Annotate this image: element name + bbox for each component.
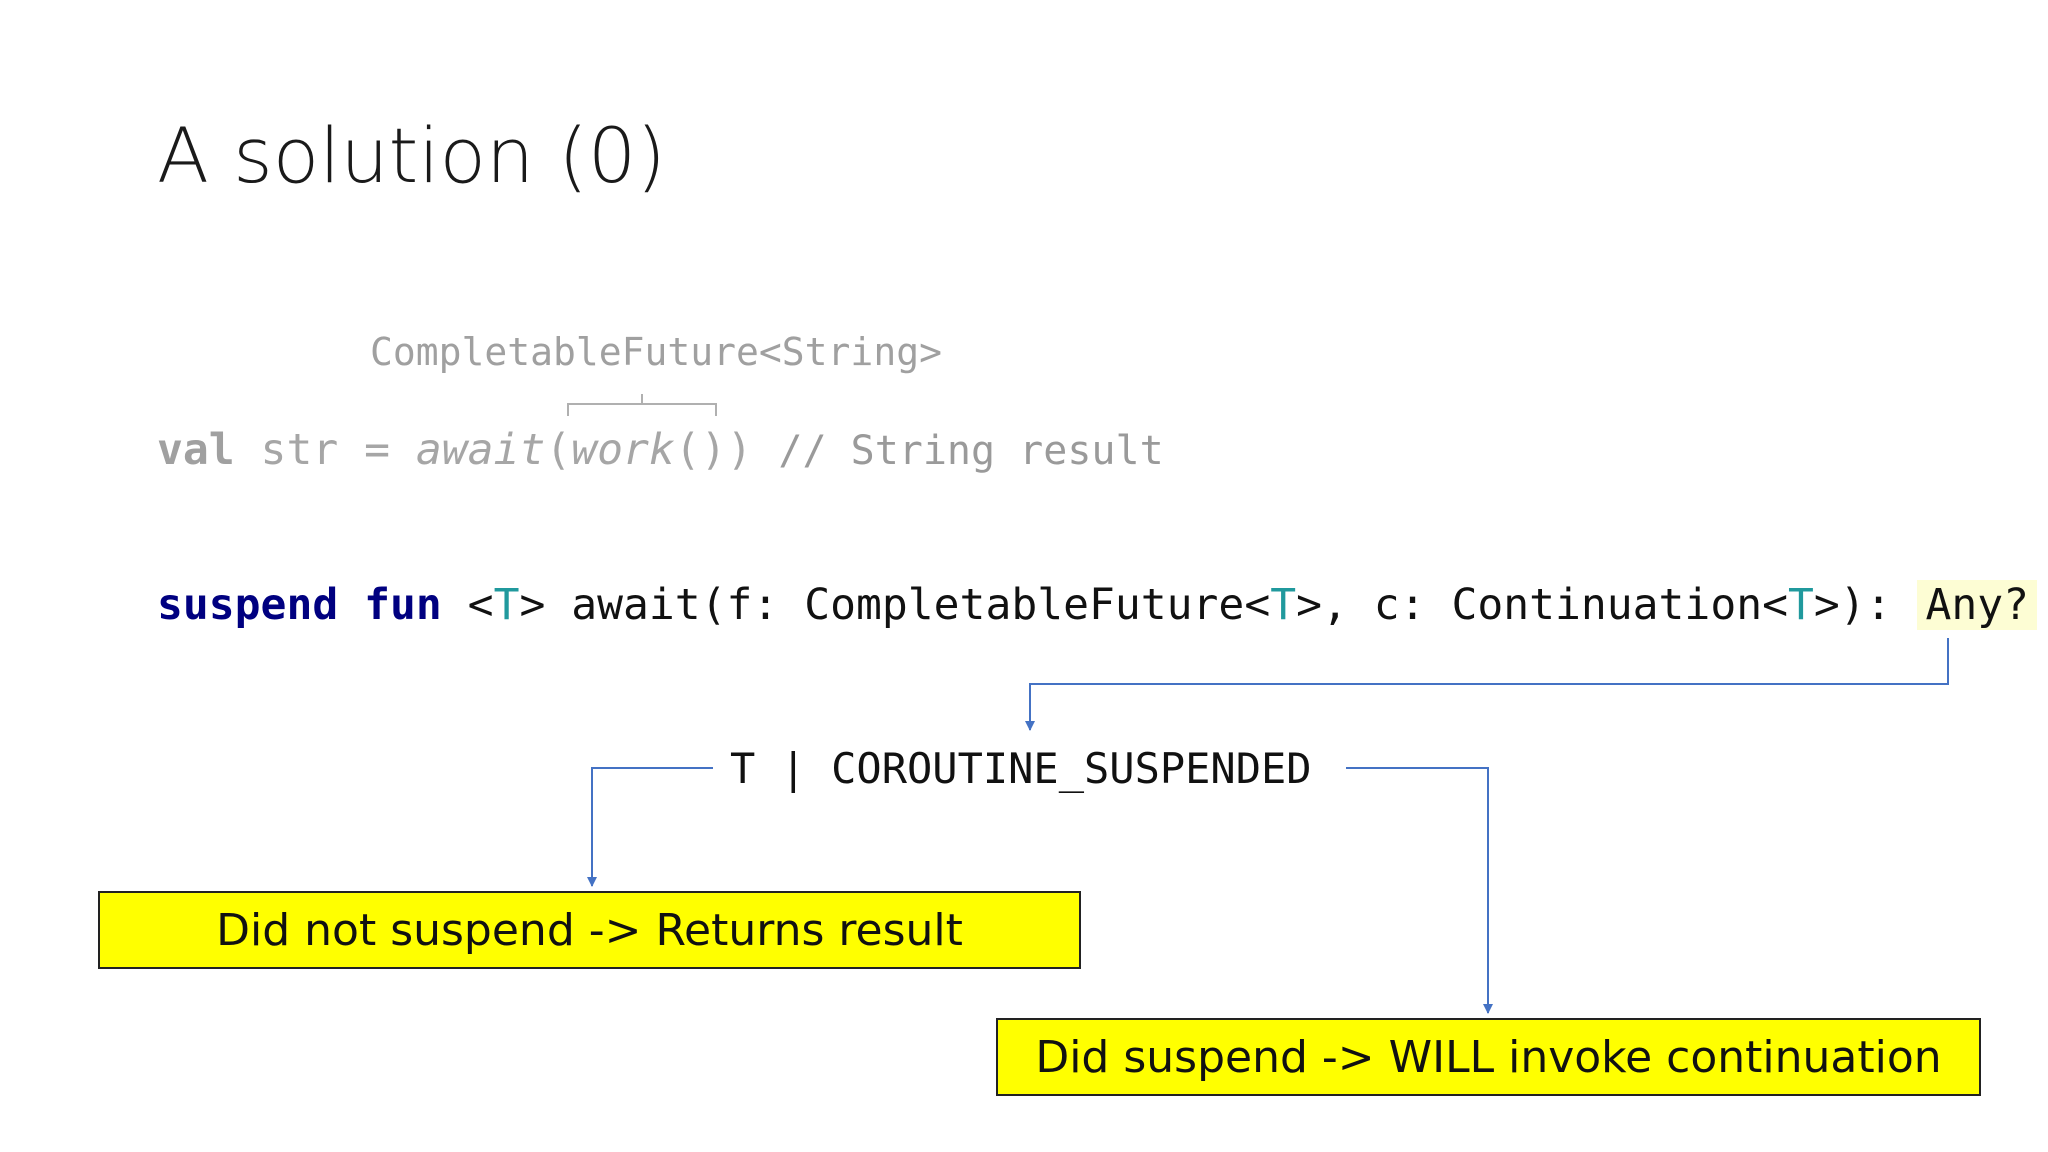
assignment-text: str = bbox=[234, 425, 416, 475]
await-call: await bbox=[415, 425, 546, 475]
outcome-suspended-label: Did suspend -> WILL invoke continuation bbox=[1035, 1031, 1942, 1083]
signature-part: < bbox=[441, 580, 494, 630]
work-call: work bbox=[571, 425, 675, 475]
type-hint-label: CompletableFuture<String> bbox=[370, 330, 942, 374]
signature-part: >, c: Continuation< bbox=[1296, 580, 1788, 630]
close-parens: ()) bbox=[674, 425, 779, 475]
type-param: T bbox=[1270, 580, 1297, 630]
connector-union-to-suspended bbox=[1346, 767, 1493, 1014]
signature-part: >): bbox=[1813, 580, 1918, 630]
work-brace bbox=[567, 394, 717, 416]
keyword-val: val bbox=[157, 425, 235, 475]
type-param: T bbox=[493, 580, 520, 630]
signature-part: > await(f: CompletableFuture< bbox=[519, 580, 1271, 630]
keyword-suspend: suspend bbox=[157, 580, 339, 630]
return-union-label: T | COROUTINE_SUSPENDED bbox=[730, 744, 1312, 793]
code-example-line: val str = await(work()) // String result bbox=[157, 425, 1164, 475]
code-comment: // String result bbox=[778, 428, 1164, 474]
type-param: T bbox=[1788, 580, 1814, 630]
outcome-not-suspended-box: Did not suspend -> Returns result bbox=[98, 891, 1081, 969]
connector-anytype-to-union bbox=[1025, 638, 1949, 731]
open-paren: ( bbox=[545, 425, 572, 475]
return-type-highlight: Any? bbox=[1917, 580, 2038, 630]
outcome-suspended-box: Did suspend -> WILL invoke continuation bbox=[996, 1018, 1981, 1096]
await-signature: suspend fun <T> await(f: CompletableFutu… bbox=[157, 580, 2038, 630]
slide-title: A solution (0) bbox=[157, 111, 666, 200]
keyword-fun: fun bbox=[338, 580, 442, 630]
outcome-not-suspended-label: Did not suspend -> Returns result bbox=[216, 904, 963, 956]
connector-union-to-not-suspended bbox=[587, 767, 713, 887]
